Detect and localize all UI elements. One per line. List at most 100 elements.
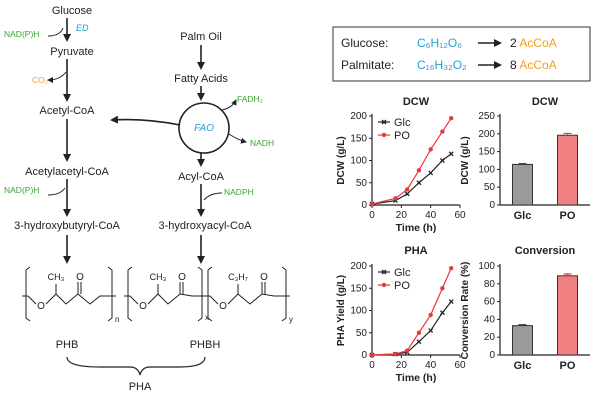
phb-methyl: CH₃ (48, 272, 65, 282)
bar-glc (512, 325, 533, 356)
y-tick-label: 50 (484, 182, 496, 193)
phbh-subscript-x: x (205, 313, 209, 322)
y-tick-label: 100 (478, 261, 495, 272)
phbh-ester-o-1: O (139, 301, 147, 312)
error-bar (518, 163, 527, 165)
chart-title: DCW (403, 96, 430, 108)
nadph-label-2: NAD(P)H (4, 185, 39, 195)
legend-label: Glc (394, 117, 411, 129)
y-tick-label: 150 (478, 147, 495, 158)
y-tick-label: 100 (350, 156, 367, 167)
y-tick-label: 80 (484, 279, 496, 290)
phbh-methyl: CH₃ (150, 272, 167, 282)
phb-carbonyl-o: O (76, 272, 84, 283)
y-tick-label: 40 (484, 314, 496, 325)
y-tick-label: 200 (478, 129, 495, 140)
acyl-coa-node: Acyl-CoA (178, 171, 225, 183)
data-point (428, 312, 433, 318)
phb-subscript-n: n (115, 315, 119, 324)
phbh-label: PHBH (190, 339, 221, 351)
arrow-fao-acetylcoa (110, 115, 181, 126)
y-tick-label: 100 (478, 164, 495, 175)
palmitate-formula: C₁₆H₃₂O₂ (417, 58, 467, 72)
series-line-po (371, 117, 452, 205)
series-line-glc (371, 301, 452, 356)
phbh-carbonyl-o-1: O (178, 272, 186, 283)
legend-label: PO (394, 130, 410, 142)
phbh-structure (124, 266, 290, 322)
x-tick-label: 20 (396, 360, 408, 371)
ha-coa-node: 3-hydroxyacyl-CoA (159, 220, 253, 232)
nadph-side-arrow-2 (47, 187, 66, 196)
y-axis-label: DCW (g/L) (336, 136, 347, 184)
x-tick-label: Glc (514, 360, 532, 372)
nadh-label: NADH (250, 138, 274, 148)
y-tick-label: 50 (356, 178, 368, 189)
data-point (448, 151, 454, 157)
fao-label: FAO (194, 123, 214, 134)
legend-marker (381, 119, 387, 125)
data-point (439, 158, 445, 163)
error-bar (518, 324, 527, 326)
phb-structure (22, 266, 116, 322)
palmitate-product: 8 AcCoA (510, 58, 557, 72)
pathway-diagram: Glucose Palm Oil ED NAD(P)H Pyruvate Fat… (4, 5, 293, 393)
bar-glc (512, 163, 533, 206)
glucose-node: Glucose (52, 5, 92, 17)
y-tick-label: 0 (361, 350, 367, 361)
data-point (369, 352, 375, 358)
phb-ester-o: O (37, 301, 45, 312)
data-point (428, 328, 434, 333)
y-tick-label: 250 (478, 111, 495, 122)
data-point (405, 187, 410, 192)
data-point (428, 170, 434, 176)
co2-side-arrow (47, 71, 67, 83)
data-point (416, 180, 422, 186)
nadph-side-arrow-3 (203, 192, 223, 201)
y-tick-label: 150 (350, 133, 367, 144)
phbh-carbonyl-o-2: O (260, 272, 268, 283)
x-tick-label: 40 (425, 360, 437, 371)
phb-label: PHB (56, 339, 79, 351)
fao-cycle (178, 102, 230, 154)
hb-coa-node: 3-hydroxybutyryl-CoA (14, 220, 120, 232)
x-tick-label: PO (560, 210, 576, 222)
y-axis-label: PHA Yield (g/L) (336, 275, 347, 346)
y-axis-label: DCW (g/L) (460, 136, 471, 184)
glucose-formula: C₆H₁₂O₆ (417, 36, 462, 50)
fadh2-label: FADH₂ (237, 94, 263, 104)
yield-box: Glucose: C₆H₁₂O₆ 2 AcCoA Palmitate: C₁₆H… (332, 26, 591, 82)
x-tick-label: 20 (396, 210, 408, 221)
y-tick-label: 20 (484, 332, 496, 343)
co2-label: CO₂ (32, 75, 48, 85)
phbh-subscript-y: y (289, 315, 293, 324)
y-tick-label: 200 (350, 261, 367, 272)
nadph-label-1: NAD(P)H (4, 29, 39, 39)
legend-label: PO (394, 280, 410, 292)
data-point (440, 286, 445, 291)
y-tick-label: 200 (350, 111, 367, 122)
phbh-propyl: C₃H₇ (228, 272, 248, 282)
x-axis-label: Time (h) (396, 372, 437, 384)
bar-po (557, 275, 578, 356)
data-point (449, 116, 454, 121)
data-point (428, 147, 433, 152)
data-point (405, 348, 410, 353)
acetyl-coa-node: Acetyl-CoA (39, 105, 95, 117)
phbh-ester-o-2: O (219, 301, 227, 312)
legend-marker (381, 132, 387, 138)
x-axis-label: Time (h) (396, 222, 437, 234)
fadh2-side-arrow (221, 99, 237, 111)
data-point (448, 299, 454, 305)
x-tick-label: 60 (454, 210, 466, 221)
glucose-product: 2 AcCoA (510, 36, 557, 50)
error-bar (563, 132, 572, 136)
legend-marker (381, 282, 387, 288)
pha-brace (66, 356, 206, 376)
data-point (416, 339, 422, 345)
data-point (439, 310, 445, 316)
data-point (440, 129, 445, 134)
